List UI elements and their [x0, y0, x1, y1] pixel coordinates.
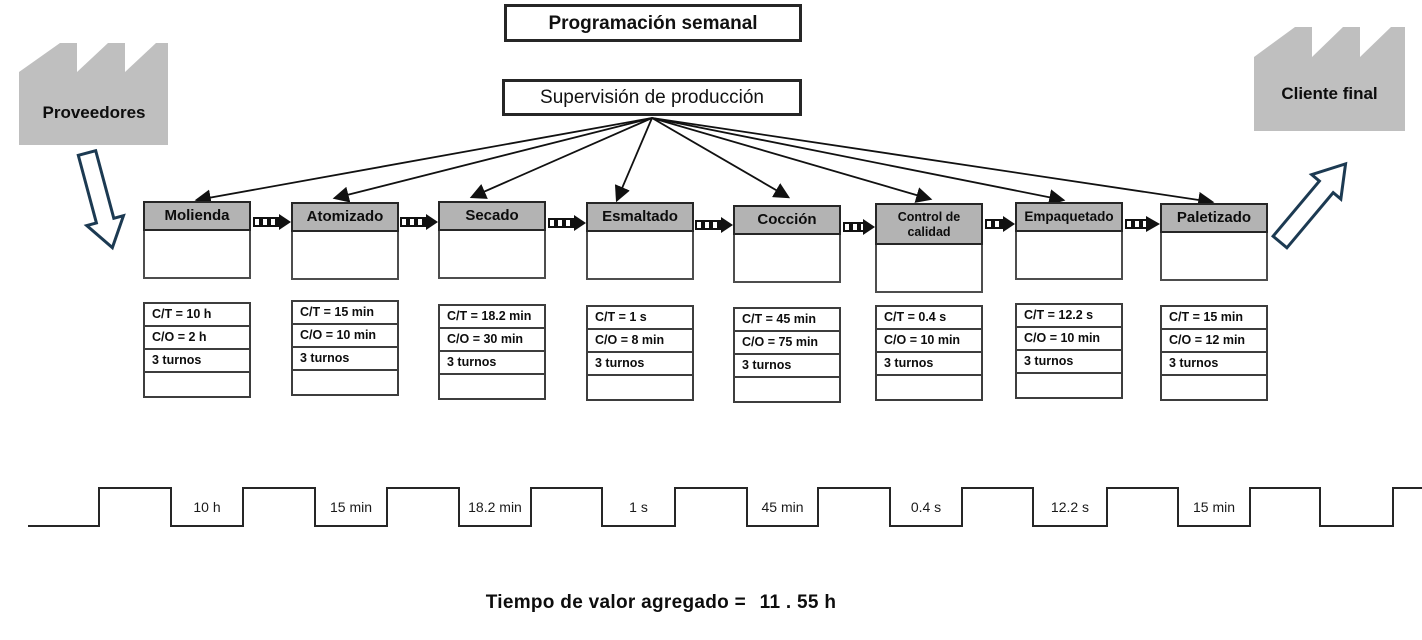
- arrow-to-empaquetado: [651, 117, 1066, 206]
- shifts: 3 turnos: [1160, 351, 1268, 376]
- process-body: [1160, 233, 1268, 281]
- process-box-coccion: Cocción: [733, 205, 841, 283]
- process-title: Cocción: [733, 205, 841, 235]
- timeline-value-coccion: 45 min: [761, 499, 804, 515]
- push-arrow: [253, 214, 291, 230]
- customer-flow-arrow: [1270, 161, 1348, 250]
- process-box-control-calidad: Control de calidad: [875, 203, 983, 293]
- shifts: 3 turnos: [586, 351, 694, 376]
- empty-row: [291, 369, 399, 396]
- data-box-molienda: C/T = 10 h C/O = 2 h 3 turnos: [143, 302, 251, 398]
- arrow-to-molienda: [194, 117, 653, 206]
- cycle-time: C/T = 12.2 s: [1015, 303, 1123, 328]
- arrow-to-coccion: [651, 117, 791, 199]
- changeover-time: C/O = 30 min: [438, 327, 546, 352]
- process-title: Esmaltado: [586, 202, 694, 232]
- push-arrow: [985, 216, 1015, 232]
- cycle-time: C/T = 15 min: [291, 300, 399, 325]
- changeover-time: C/O = 75 min: [733, 330, 841, 355]
- shifts: 3 turnos: [875, 351, 983, 376]
- supplier-flow-arrow: [76, 148, 126, 251]
- arrow-to-esmaltado: [614, 117, 653, 203]
- process-body: [1015, 232, 1123, 280]
- empty-row: [875, 374, 983, 401]
- customer-factory-icon: [1254, 27, 1405, 131]
- process-title: Molienda: [143, 201, 251, 231]
- changeover-time: C/O = 10 min: [875, 328, 983, 353]
- timeline-value-molienda: 10 h: [193, 499, 221, 515]
- timeline-value-empaquetado: 12.2 s: [1050, 499, 1090, 515]
- changeover-time: C/O = 10 min: [291, 323, 399, 348]
- process-box-atomizado: Atomizado: [291, 202, 399, 280]
- changeover-time: C/O = 2 h: [143, 325, 251, 350]
- changeover-time: C/O = 10 min: [1015, 326, 1123, 351]
- cycle-time: C/T = 45 min: [733, 307, 841, 332]
- data-box-empaquetado: C/T = 12.2 s C/O = 10 min 3 turnos: [1015, 303, 1123, 399]
- data-box-esmaltado: C/T = 1 s C/O = 8 min 3 turnos: [586, 305, 694, 401]
- data-box-control-calidad: C/T = 0.4 s C/O = 10 min 3 turnos: [875, 305, 983, 401]
- data-box-atomizado: C/T = 15 min C/O = 10 min 3 turnos: [291, 300, 399, 396]
- push-arrow: [843, 219, 875, 235]
- empty-row: [1015, 372, 1123, 399]
- process-title: Paletizado: [1160, 203, 1268, 233]
- shifts: 3 turnos: [143, 348, 251, 373]
- cycle-time: C/T = 10 h: [143, 302, 251, 327]
- arrow-to-paletizado: [651, 117, 1215, 208]
- arrow-to-atomizado: [332, 117, 653, 203]
- cycle-time: C/T = 1 s: [586, 305, 694, 330]
- changeover-time: C/O = 12 min: [1160, 328, 1268, 353]
- process-title: Empaquetado: [1015, 202, 1123, 232]
- timeline-value-control: 0.4 s: [910, 499, 942, 515]
- production-supervision-box: Supervisión de producción: [502, 79, 802, 116]
- process-body: [875, 245, 983, 293]
- empty-row: [438, 373, 546, 400]
- process-box-empaquetado: Empaquetado: [1015, 202, 1123, 280]
- shifts: 3 turnos: [1015, 349, 1123, 374]
- cycle-time: C/T = 0.4 s: [875, 305, 983, 330]
- process-body: [291, 232, 399, 280]
- data-box-coccion: C/T = 45 min C/O = 75 min 3 turnos: [733, 307, 841, 403]
- process-title: Atomizado: [291, 202, 399, 232]
- empty-row: [1160, 374, 1268, 401]
- value-added-value: 11 . 55 h: [759, 592, 837, 613]
- changeover-time: C/O = 8 min: [586, 328, 694, 353]
- weekly-schedule-box: Programación semanal: [504, 4, 802, 42]
- empty-row: [143, 371, 251, 398]
- shifts: 3 turnos: [291, 346, 399, 371]
- data-box-paletizado: C/T = 15 min C/O = 12 min 3 turnos: [1160, 305, 1268, 401]
- process-box-secado: Secado: [438, 201, 546, 279]
- shifts: 3 turnos: [438, 350, 546, 375]
- supplier-label: Proveedores: [42, 103, 146, 122]
- arrow-to-control: [651, 117, 933, 203]
- push-arrow: [695, 217, 733, 233]
- data-box-secado: C/T = 18.2 min C/O = 30 min 3 turnos: [438, 304, 546, 400]
- cycle-time: C/T = 18.2 min: [438, 304, 546, 329]
- timeline-value-paletizado: 15 min: [1192, 499, 1236, 515]
- process-box-paletizado: Paletizado: [1160, 203, 1268, 281]
- customer-label: Cliente final: [1281, 84, 1378, 103]
- push-arrow: [1125, 216, 1160, 232]
- process-body: [143, 231, 251, 279]
- process-box-molienda: Molienda: [143, 201, 251, 279]
- process-box-esmaltado: Esmaltado: [586, 202, 694, 280]
- value-added-label: Tiempo de valor agregado =: [485, 592, 747, 613]
- process-title: Control de calidad: [875, 203, 983, 245]
- timeline-value-esmaltado: 1 s: [629, 499, 648, 515]
- timeline-value-atomizado: 15 min: [329, 499, 373, 515]
- push-arrow: [548, 215, 586, 231]
- process-body: [733, 235, 841, 283]
- process-body: [438, 231, 546, 279]
- empty-row: [733, 376, 841, 403]
- value-added-summary: Tiempo de valor agregado = 11 . 55 h: [311, 592, 1011, 614]
- process-body: [586, 232, 694, 280]
- arrow-to-secado: [469, 117, 653, 199]
- empty-row: [586, 374, 694, 401]
- push-arrow: [400, 214, 438, 230]
- timeline-value-secado: 18.2 min: [468, 499, 522, 515]
- shifts: 3 turnos: [733, 353, 841, 378]
- supervision-arrows: [194, 117, 1215, 208]
- cycle-time: C/T = 15 min: [1160, 305, 1268, 330]
- process-title: Secado: [438, 201, 546, 231]
- supplier-factory-icon: [19, 43, 168, 145]
